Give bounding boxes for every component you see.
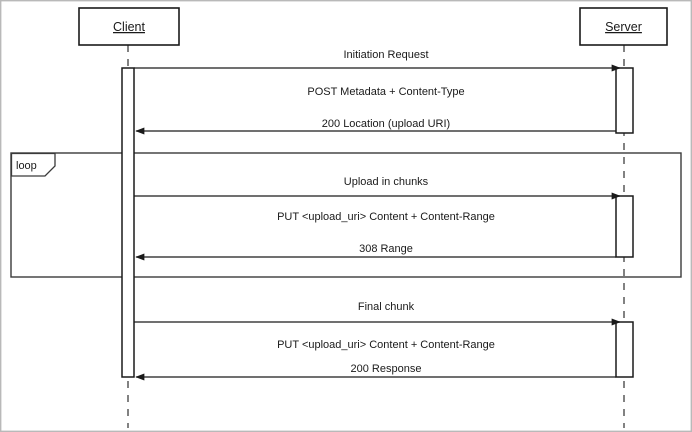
message-label-put-chunk: PUT <upload_uri> Content + Content-Range bbox=[277, 211, 495, 223]
loop-fragment-label: loop bbox=[16, 160, 37, 172]
participant-label-client: Client bbox=[113, 20, 145, 34]
participant-box-client[interactable] bbox=[78, 7, 180, 46]
activation-bar-server-2 bbox=[615, 195, 634, 258]
message-label-200-location: 200 Location (upload URI) bbox=[322, 118, 450, 130]
note-initiation-request: Initiation Request bbox=[344, 49, 429, 61]
activation-bar-client bbox=[121, 67, 135, 378]
activation-bar-server-3 bbox=[615, 321, 634, 378]
participant-box-server[interactable] bbox=[579, 7, 668, 46]
note-upload-in-chunks: Upload in chunks bbox=[344, 176, 429, 188]
message-label-post: POST Metadata + Content-Type bbox=[307, 86, 464, 98]
participant-label-server: Server bbox=[605, 20, 642, 34]
activation-bar-server-1 bbox=[615, 67, 634, 134]
message-label-200-response: 200 Response bbox=[351, 363, 422, 375]
loop-fragment-box bbox=[10, 152, 682, 278]
message-label-put-final: PUT <upload_uri> Content + Content-Range bbox=[277, 339, 495, 351]
loop-fragment-tag bbox=[10, 152, 56, 177]
note-final-chunk: Final chunk bbox=[358, 301, 415, 313]
message-label-308-range: 308 Range bbox=[359, 243, 413, 255]
